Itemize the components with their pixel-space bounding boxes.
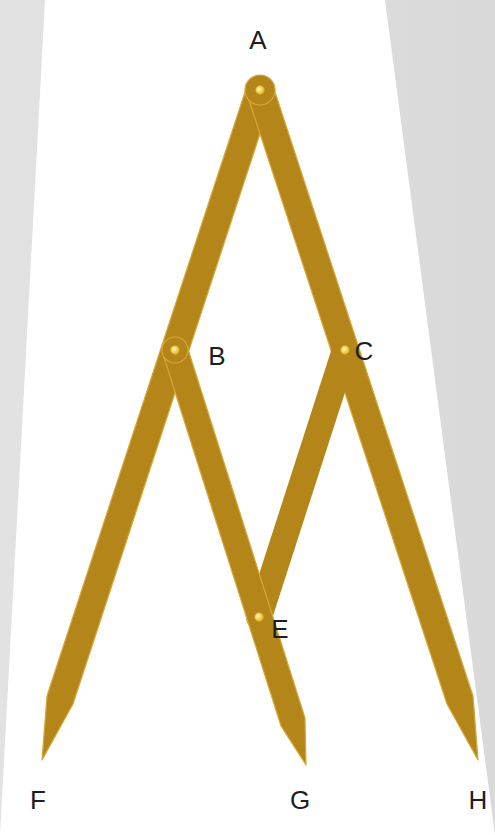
middle-arm xyxy=(163,346,306,765)
point-label: B xyxy=(208,343,225,369)
pivot-pin xyxy=(341,346,350,355)
pivot-pin xyxy=(256,86,265,95)
left-arm xyxy=(42,86,273,760)
pivot-pin xyxy=(171,346,180,355)
point-label: F xyxy=(30,787,46,813)
point-label: C xyxy=(355,338,374,364)
point-label: E xyxy=(271,616,288,642)
point-label: G xyxy=(290,787,310,813)
hinge-head xyxy=(245,75,275,105)
pivot-pin xyxy=(255,613,264,622)
point-label: A xyxy=(249,27,266,53)
point-label: H xyxy=(469,787,488,813)
hinge-b xyxy=(162,337,188,363)
short-arm xyxy=(259,350,345,617)
